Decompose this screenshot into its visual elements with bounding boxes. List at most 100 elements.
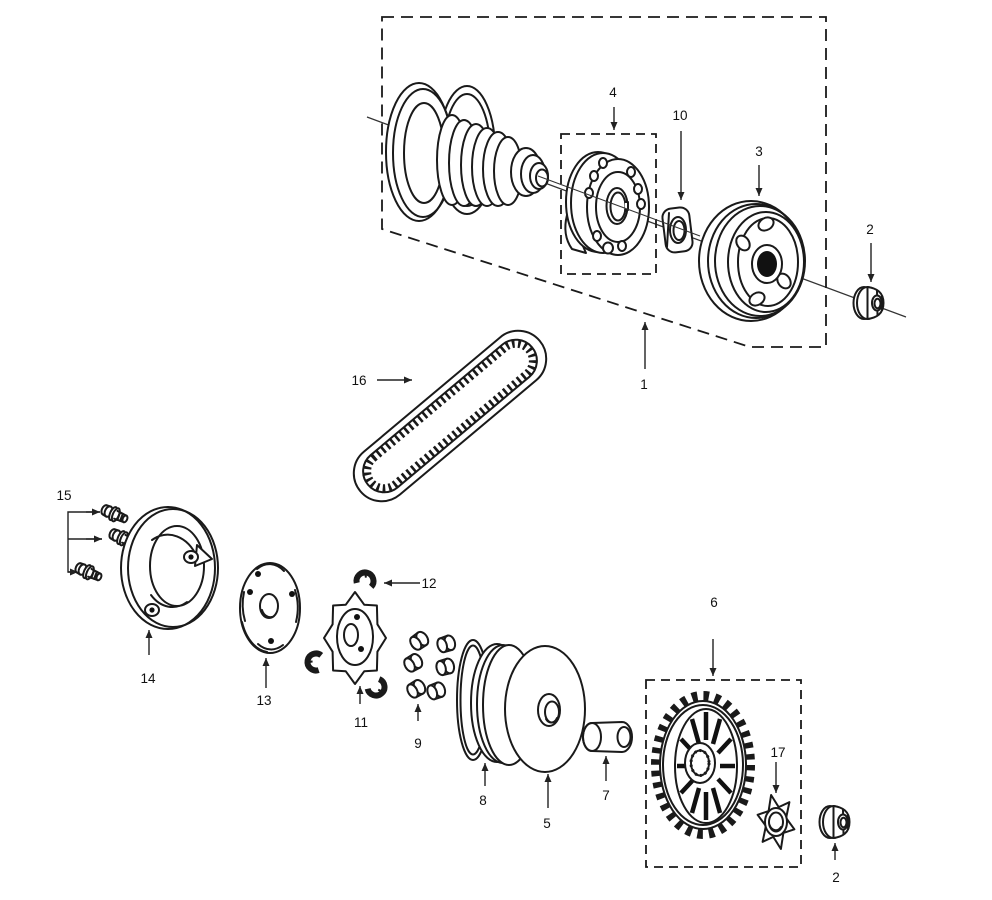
callout-16: 16: [351, 373, 412, 388]
callout-label: 13: [256, 693, 271, 708]
callout-2-top: 2: [866, 222, 875, 282]
bell-rim-2: [714, 205, 806, 317]
cover-rim: [127, 508, 219, 628]
callout-2-bottom: 2: [831, 843, 840, 885]
callout-17: 17: [770, 745, 786, 793]
cover-boss-hole: [149, 607, 155, 613]
drive-belt: [352, 329, 548, 503]
plate-center-depth: [261, 609, 273, 619]
driven-pulley-assembly: [385, 82, 549, 222]
group-1-dashed-outline: [381, 16, 827, 348]
bell-hole: [735, 234, 751, 252]
belt-teeth: [363, 339, 537, 493]
callout-13: 13: [256, 658, 272, 708]
plate-slot-right: [294, 589, 299, 623]
plate-slot-left: [241, 591, 246, 622]
plate-dot: [247, 589, 253, 595]
plate-dot: [268, 638, 274, 644]
starter-driven-gear: [651, 691, 755, 839]
washer-facet: [666, 212, 670, 248]
cover-scoop-bottom: [150, 594, 188, 609]
callout-1: 1: [640, 322, 649, 392]
ramp-plate-center-hole: [343, 623, 359, 647]
gear-rim-inner: [662, 704, 744, 826]
bell-hole: [748, 291, 766, 307]
bushing-bore: [616, 726, 632, 748]
callout-label: 9: [414, 736, 422, 751]
callout-label: 15: [56, 488, 71, 503]
callout-label: 16: [351, 373, 366, 388]
callout-5: 5: [543, 774, 552, 831]
flange-nut-bottom: [818, 805, 851, 839]
bushing-left-end: [582, 722, 602, 752]
lock-washer: [661, 206, 694, 254]
axis-overlay-segment: [537, 175, 701, 237]
carrier-hole: [589, 170, 599, 182]
gear-spline-teeth: [689, 749, 711, 777]
spacer-bushing: [582, 721, 633, 753]
ramp-plate: [323, 591, 387, 685]
clutch-bell: [698, 200, 806, 322]
callout-8: 8: [479, 763, 489, 808]
bell-hub: [757, 251, 777, 277]
callout-15: 15: [56, 488, 71, 503]
cover-boss-hole: [188, 554, 194, 560]
plate-slot-bottom: [257, 643, 284, 651]
callout-label: 7: [602, 788, 610, 803]
carrier-hole: [592, 230, 602, 242]
callout-14: 14: [140, 630, 156, 686]
callout-3: 3: [755, 144, 763, 196]
ratchet-bore: [768, 811, 784, 833]
callout-11: 11: [354, 686, 368, 730]
shaft-bore-inner: [535, 168, 549, 188]
plate-depth-edge: [241, 621, 268, 653]
ramp-plate-dot: [354, 614, 360, 620]
gear-spoke-slots: [677, 712, 735, 820]
callout-label: 11: [354, 715, 368, 730]
carrier-hole: [598, 157, 608, 169]
plate-dot: [289, 591, 295, 597]
callout-label: 2: [866, 222, 874, 237]
bell-hole: [757, 216, 775, 232]
callout-12: 12: [384, 576, 437, 591]
callout-9: 9: [414, 704, 422, 751]
ramp-plate-dot: [358, 646, 364, 652]
gear-teeth: [651, 691, 755, 839]
callout-label: 3: [755, 144, 763, 159]
callout-label: 5: [543, 816, 551, 831]
gear-spline-bore: [690, 749, 710, 777]
drive-plate: [239, 562, 301, 654]
callout-4: 4: [609, 85, 618, 130]
callout-label: 14: [140, 671, 156, 686]
carrier-hole: [636, 198, 646, 210]
ratchet-bore-shadow: [768, 824, 782, 832]
clutch-weight-carrier: [564, 151, 650, 256]
part-6-dashed-box: [645, 679, 802, 868]
ramp-cover: [120, 506, 219, 630]
callout-label: 6: [710, 595, 718, 610]
callout-label: 2: [832, 870, 840, 885]
callout-label: 10: [672, 108, 687, 123]
plate-dot: [255, 571, 261, 577]
callout-6: 6: [709, 595, 718, 676]
plate-center-hole: [259, 593, 279, 619]
carrier-hole: [617, 240, 627, 252]
callout-10: 10: [672, 108, 688, 200]
callout-label: 17: [770, 745, 785, 760]
carrier-hole: [626, 166, 636, 178]
belt-inner-window: [373, 349, 527, 483]
movable-drive-face: [470, 643, 586, 773]
carrier-hole: [633, 183, 643, 195]
callout-label: 12: [421, 576, 436, 591]
callout-label: 4: [609, 85, 617, 100]
plate-slot-top: [256, 563, 285, 572]
callout-7: 7: [602, 756, 610, 803]
carrier-hole: [602, 241, 614, 255]
ramp-plate-inner-ring: [336, 608, 374, 666]
callout-label: 8: [479, 793, 487, 808]
flange-nut-top: [852, 286, 885, 320]
bolt-set: [67, 501, 139, 586]
ratchet-plate: [756, 794, 796, 850]
